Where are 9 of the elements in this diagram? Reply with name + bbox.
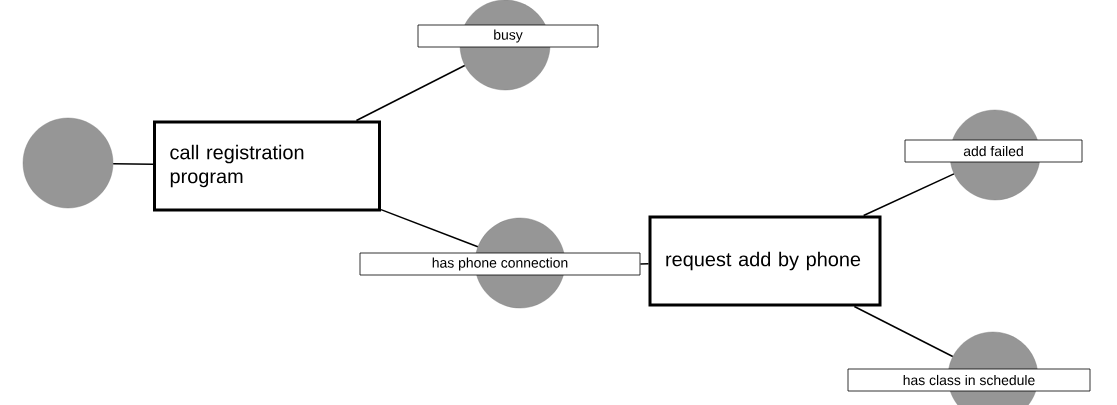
process-box: call registration program [153,120,381,212]
connector-line [862,173,955,217]
process-box: request add by phone [648,215,882,307]
connector-line [355,64,466,122]
connector-line [639,263,650,265]
connector-line [853,305,954,358]
connector-line [380,208,479,248]
state-circle [22,117,114,209]
connector-line [112,162,154,166]
